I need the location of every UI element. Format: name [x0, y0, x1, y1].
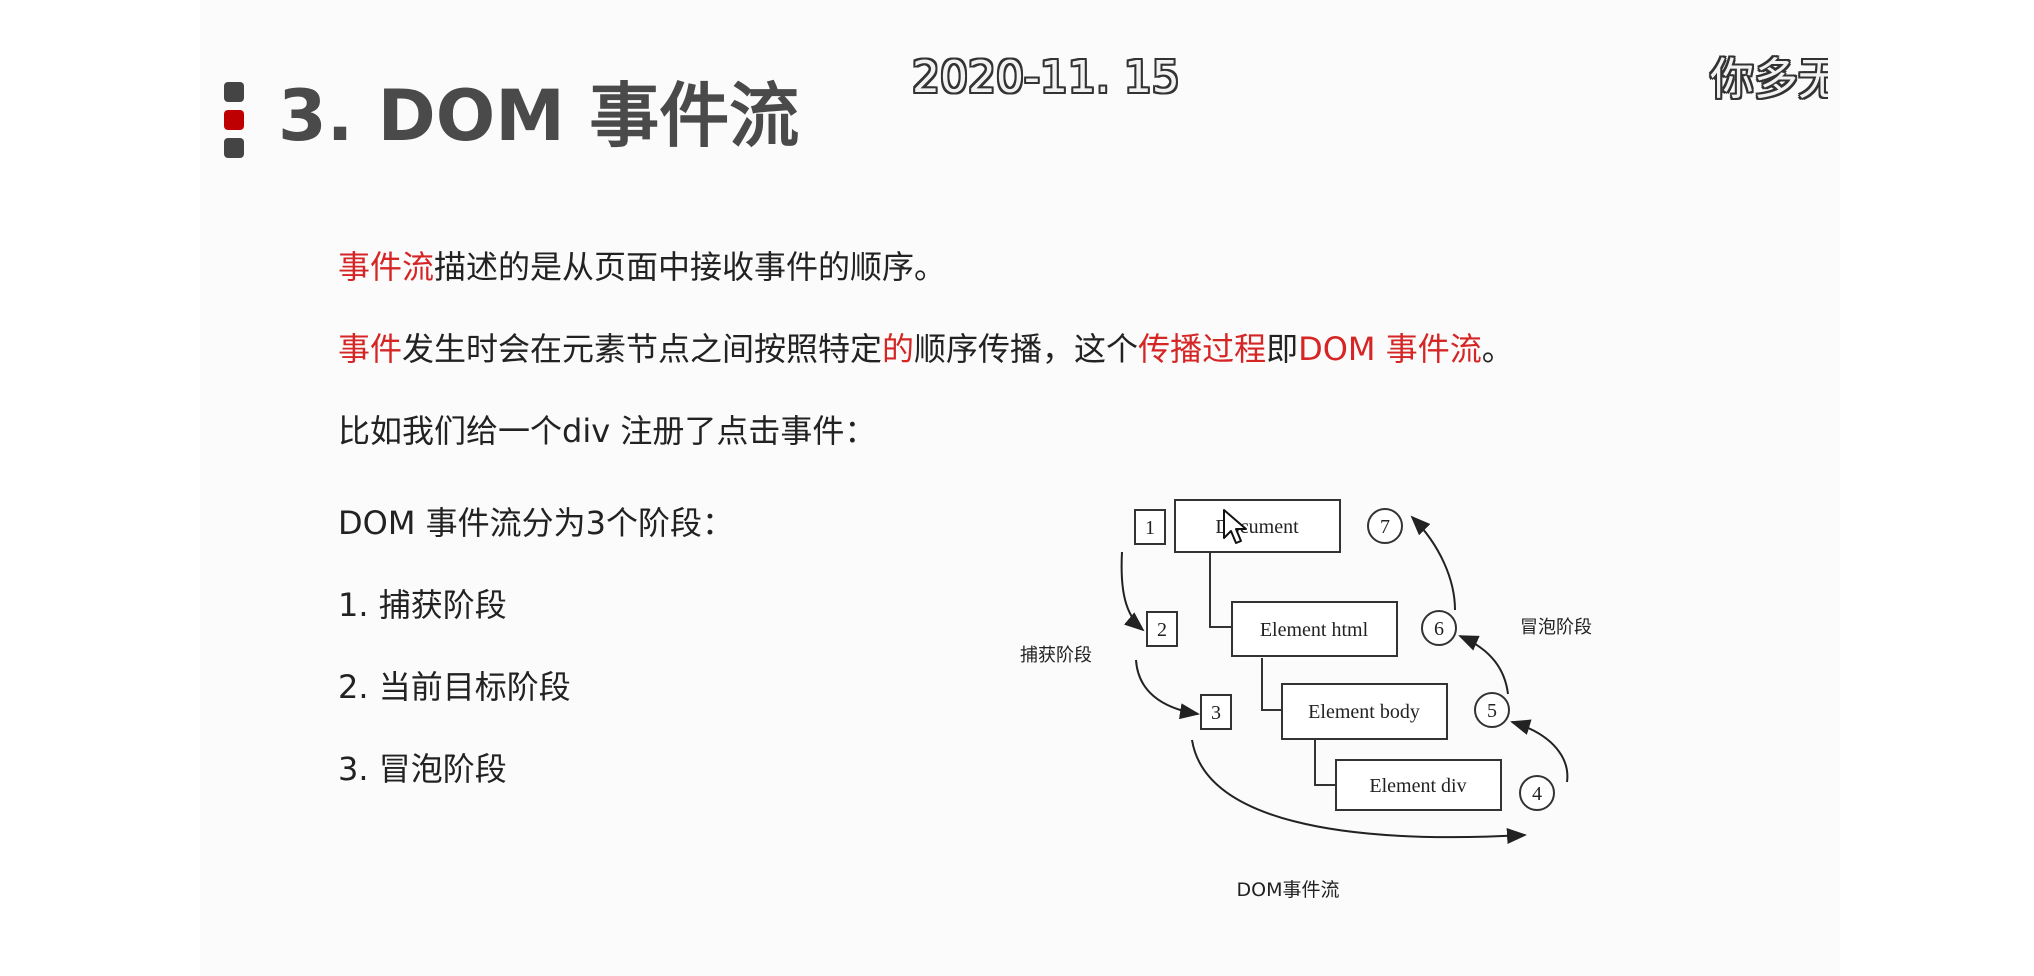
bubble-arrow [1458, 635, 1509, 695]
paragraph-example: 比如我们给一个div 注册了点击事件： [338, 412, 877, 450]
node-box-document [1174, 499, 1341, 553]
highlight-term: 的 [882, 330, 915, 368]
paragraph-text: 描述的是从页面中接收事件的顺序。 [434, 248, 947, 286]
capture-step-box [1200, 694, 1232, 730]
node-label-body: Element body [1308, 701, 1420, 723]
bubble-step-circle [1421, 610, 1457, 646]
paragraph-text: 即 [1266, 330, 1299, 368]
bubble-phase-label: 冒泡阶段 [1520, 617, 1592, 638]
paragraph-text: 顺序传播，这个 [914, 330, 1139, 368]
bubble-step-number: 6 [1434, 618, 1444, 640]
bubble-step-circle [1519, 775, 1555, 811]
phase-item-bubble: 3. 冒泡阶段 [338, 750, 507, 788]
bubble-step-number: 4 [1532, 783, 1542, 805]
capture-arrow [1135, 659, 1200, 720]
highlight-term: 传播过程 [1138, 330, 1267, 368]
highlight-term: 事件流 [338, 248, 435, 286]
page-title: 3. DOM 事件流 [278, 75, 800, 157]
capture-step-box [1146, 611, 1178, 647]
highlight-term: 事件 [338, 330, 403, 368]
bubble-step-circle [1367, 508, 1403, 544]
mouse-cursor-icon [1223, 509, 1247, 544]
tree-connector [1314, 740, 1336, 786]
title-marker-icon [224, 82, 244, 158]
highlight-term: DOM 事件流 [1298, 330, 1482, 368]
watermark-text: 你多无 [1710, 54, 1828, 105]
phases-intro: DOM 事件流分为3个阶段： [338, 504, 734, 542]
paragraph-text: 。 [1481, 330, 1514, 368]
node-box-html [1231, 601, 1398, 657]
bubble-step-number: 7 [1380, 516, 1390, 538]
node-box-body [1281, 683, 1448, 740]
paragraph-propagation: 事件发生时会在元素节点之间按照特定的顺序传播，这个传播过程即DOM 事件流。 [338, 330, 1514, 368]
dom-event-flow-diagram: Document Element html Element body Eleme… [1020, 499, 1592, 901]
capture-step-number: 2 [1157, 619, 1167, 641]
date-overlay: 2020-11. 15 [912, 52, 1180, 103]
diagram-caption: DOM事件流 [1237, 879, 1340, 901]
node-box-div [1335, 759, 1502, 811]
node-label-html: Element html [1260, 619, 1369, 641]
capture-step-number: 3 [1211, 702, 1221, 724]
watermark-overlay: 你多无 [1700, 48, 1828, 118]
phase-item-target: 2. 当前目标阶段 [338, 668, 571, 706]
phase-item-capture: 1. 捕获阶段 [338, 586, 507, 624]
paragraph-event-flow-definition: 事件流描述的是从页面中接收事件的顺序。 [338, 248, 946, 286]
capture-phase-label: 捕获阶段 [1020, 645, 1092, 666]
tree-connector [1209, 552, 1232, 628]
capture-arrow [1191, 739, 1527, 844]
bubble-arrow [1410, 515, 1456, 611]
capture-step-number: 1 [1145, 517, 1155, 539]
paragraph-text: 发生时会在元素节点之间按照特定 [402, 330, 883, 368]
capture-step-box [1134, 509, 1166, 545]
slide-background [200, 0, 1840, 976]
capture-arrow [1120, 551, 1145, 632]
bubble-arrow [1510, 719, 1569, 783]
tree-connector [1261, 658, 1282, 711]
bubble-step-circle [1474, 692, 1510, 728]
bubble-step-number: 5 [1487, 700, 1497, 722]
node-label-div: Element div [1369, 775, 1466, 797]
